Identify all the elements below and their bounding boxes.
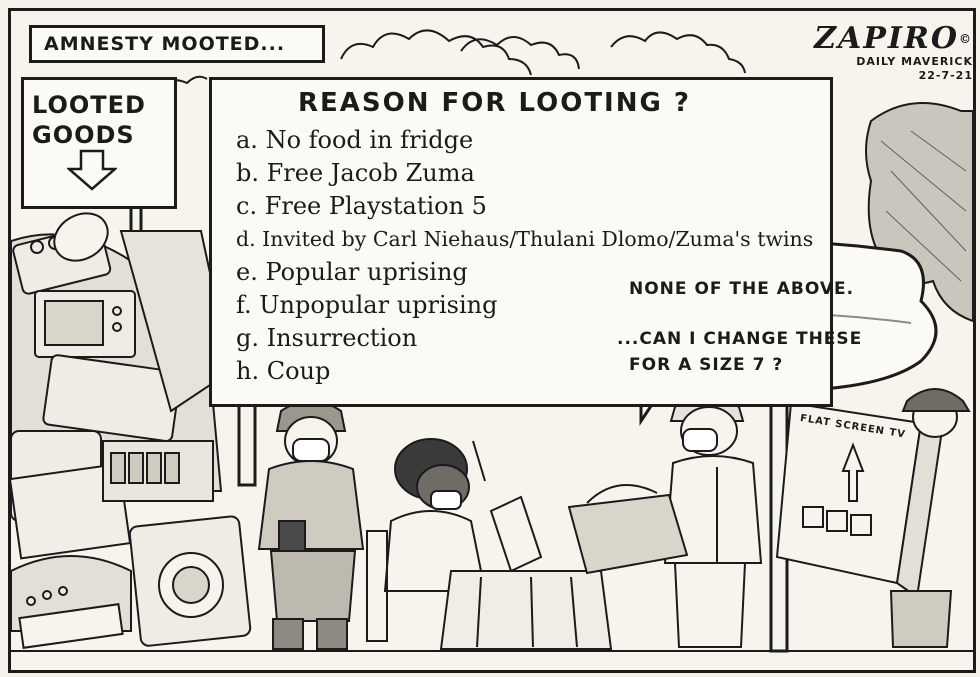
board-options-list: a. No food in fridge b. Free Jacob Zuma … [236,124,813,388]
caption-text: AMNESTY MOOTED... [44,33,286,55]
speech-line-1: NONE OF THE ABOVE. [629,279,855,299]
speech-line-3: FOR A SIZE 7 ? [629,355,784,375]
cartoon-frame: AMNESTY MOOTED... ZAPIRO© DAILY MAVERICK… [8,8,976,673]
board-option: a. No food in fridge [236,126,474,154]
board-option: g. Insurrection [236,324,418,352]
publication-date: 22-7-21 [918,69,973,82]
board-option: b. Free Jacob Zuma [236,159,475,187]
board-option: d. Invited by Carl Niehaus/Thulani Dlomo… [236,227,814,251]
artist-name: ZAPIRO© [803,23,973,55]
looted-goods-pile [11,212,252,649]
reason-board: REASON FOR LOOTING ? a. No food in fridg… [209,77,833,407]
down-arrow-icon [67,149,117,191]
police-officer [257,400,365,650]
board-option: e. Popular uprising [236,258,468,286]
board-option: f. Unpopular uprising [236,291,498,319]
artist-name-text: ZAPIRO [814,21,959,56]
publication-name: DAILY MAVERICK [856,55,973,68]
looter-with-shoes [567,395,763,648]
board-option: c. Free Playstation 5 [236,192,487,220]
looter-with-tv-box [775,388,971,648]
looted-goods-sign: LOOTED GOODS [21,77,177,209]
speech-line-2: ...CAN I CHANGE THESE [617,329,863,349]
board-option: h. Coup [236,357,331,385]
caption-box: AMNESTY MOOTED... [29,25,325,63]
board-title: REASON FOR LOOTING ? [298,88,691,118]
looted-goods-line-2: GOODS [32,121,135,149]
table [439,570,613,650]
artist-signature: ZAPIRO© DAILY MAVERICK 22-7-21 [803,23,973,83]
looted-goods-line-1: LOOTED [32,91,146,119]
copyright-symbol: © [959,32,973,46]
